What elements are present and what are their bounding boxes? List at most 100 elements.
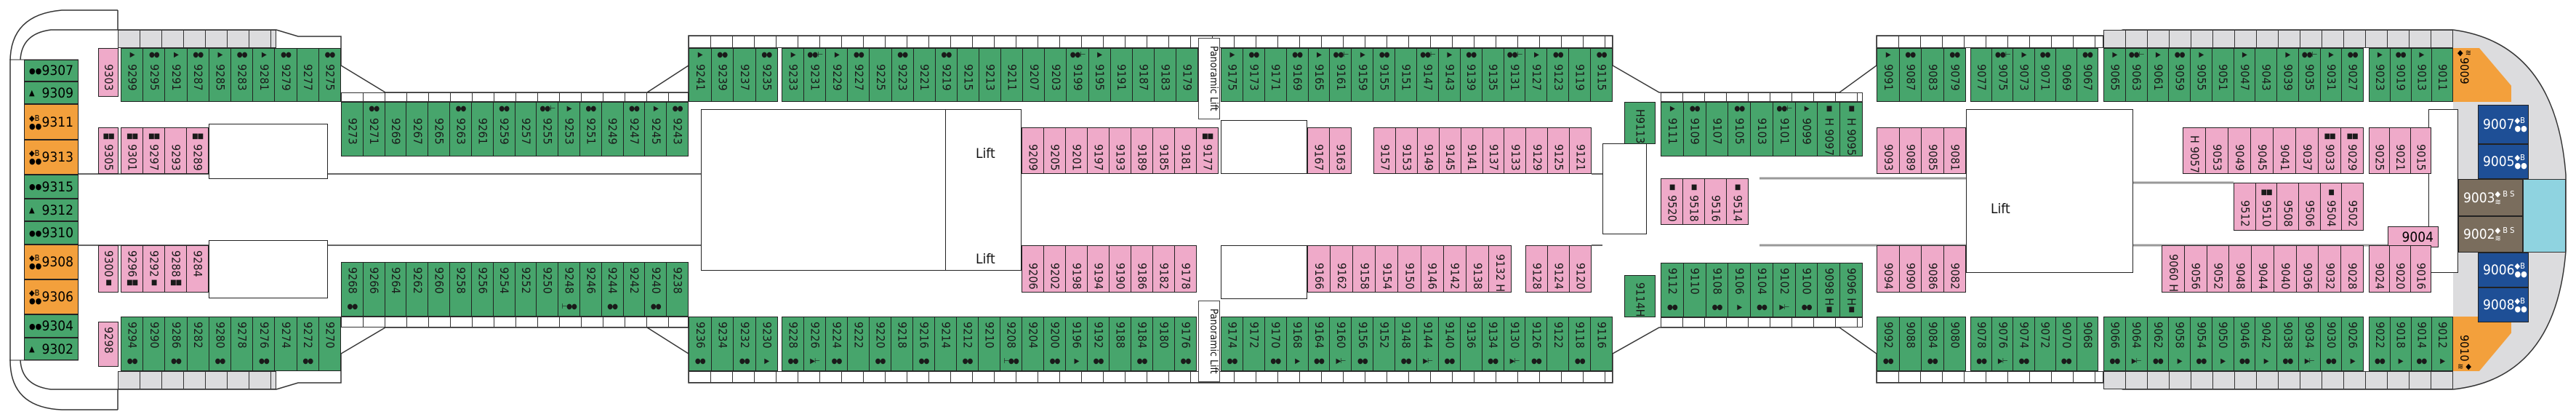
- cabin-9281[interactable]: ▶9281: [253, 49, 276, 101]
- cabin-9094[interactable]: 9094: [1877, 246, 1900, 292]
- cabin-9234[interactable]: 9234: [711, 317, 734, 370]
- cabin-9065[interactable]: ▶9065: [2104, 49, 2126, 101]
- cabin-9254[interactable]: 9254: [493, 263, 515, 316]
- cabin-9271[interactable]: ●●9271: [363, 103, 385, 156]
- cabin-9267[interactable]: 9267: [406, 103, 429, 156]
- cabin-9282[interactable]: 9282: [187, 317, 209, 370]
- cabin-9050[interactable]: 9050▶: [2212, 317, 2234, 370]
- cabin-9222[interactable]: 9222: [848, 317, 870, 370]
- cabin-9202[interactable]: 9202: [1044, 246, 1066, 292]
- cabin-9508[interactable]: 9508: [2277, 183, 2300, 230]
- cabin-9023[interactable]: ▶9023: [2370, 49, 2391, 101]
- cabin-9263[interactable]: ●●9263: [450, 103, 472, 156]
- cabin-9090[interactable]: 9090: [1899, 246, 1922, 292]
- cabin-9143[interactable]: ▶9143: [1438, 49, 1461, 101]
- cabin-9171[interactable]: 9171: [1264, 49, 1287, 101]
- cabin-9229[interactable]: ▶9229: [826, 49, 848, 101]
- cabin-9198[interactable]: 9198: [1066, 246, 1088, 292]
- cabin-9132H[interactable]: 9132 H: [1488, 246, 1511, 292]
- cabin-9245[interactable]: ▶9245: [645, 103, 667, 156]
- cabin-9098H[interactable]: 9098 H■: [1818, 263, 1841, 317]
- cabin-9297[interactable]: ■■9297: [143, 128, 165, 173]
- cabin-9272[interactable]: 9272●●: [297, 317, 319, 370]
- cabin-9110[interactable]: 9110: [1683, 263, 1706, 317]
- cabin-9264[interactable]: 9264: [385, 263, 407, 316]
- cabin-9185[interactable]: 9185: [1153, 128, 1175, 173]
- cabin-9295[interactable]: ●●9295: [143, 49, 166, 101]
- cabin-9157[interactable]: 9157: [1374, 128, 1396, 173]
- cabin-9242[interactable]: 9242: [623, 263, 646, 316]
- cabin-9014[interactable]: 9014●●: [2411, 317, 2433, 370]
- cabin-9074[interactable]: 9074●●: [2013, 317, 2035, 370]
- cabin-9172[interactable]: 9172: [1243, 317, 1265, 370]
- cabin-H9113[interactable]: H9113: [1625, 103, 1655, 143]
- cabin-9249[interactable]: 9249: [601, 103, 624, 156]
- cabin-9155[interactable]: ●●9155: [1373, 49, 1396, 101]
- cabin-9243[interactable]: ●●9243: [667, 103, 688, 156]
- cabin-9042[interactable]: 9042▶: [2255, 317, 2277, 370]
- cabin-9142[interactable]: 9142: [1443, 246, 1466, 292]
- cabin-9125[interactable]: 9125: [1548, 128, 1570, 173]
- cabin-9092[interactable]: 9092●●: [1877, 317, 1900, 370]
- cabin-9076[interactable]: 9076▶⊢: [1992, 317, 2014, 370]
- cabin-9278[interactable]: 9278: [231, 317, 254, 370]
- cabin-9251[interactable]: ●●9251: [579, 103, 602, 156]
- cabin-9131[interactable]: ●●⊢9131: [1504, 49, 1526, 101]
- cabin-9149[interactable]: 9149: [1417, 128, 1440, 173]
- cabin-9262[interactable]: 9262: [406, 263, 429, 316]
- cabin-9036[interactable]: 9036: [2296, 246, 2319, 292]
- cabin-9186[interactable]: 9186: [1131, 246, 1153, 292]
- cabin-9015[interactable]: 9015: [2410, 128, 2431, 173]
- cabin-9309[interactable]: ▲9309: [24, 82, 79, 104]
- cabin-9018[interactable]: 9018▶: [2390, 317, 2412, 370]
- cabin-9055[interactable]: ▶9055: [2191, 49, 2212, 101]
- cabin-9041[interactable]: 9041: [2274, 128, 2296, 173]
- cabin-9315[interactable]: ●●9315: [24, 175, 79, 199]
- cabin-9156[interactable]: 9156●●: [1352, 317, 1374, 370]
- cabin-9225[interactable]: 9225: [870, 49, 892, 101]
- cabin-9253[interactable]: ▶9253: [558, 103, 580, 156]
- cabin-9201[interactable]: 9201: [1066, 128, 1088, 173]
- cabin-9069[interactable]: 9069: [2055, 49, 2077, 101]
- cabin-9169[interactable]: ●●9169: [1286, 49, 1309, 101]
- cabin-9212[interactable]: 9212●●: [957, 317, 979, 370]
- cabin-9269[interactable]: 9269: [385, 103, 407, 156]
- cabin-9035[interactable]: ●●⊢9035: [2298, 49, 2321, 101]
- cabin-9197[interactable]: 9197: [1088, 128, 1110, 173]
- cabin-9223[interactable]: ●●9223: [891, 49, 914, 101]
- cabin-9512[interactable]: 9512: [2234, 183, 2256, 230]
- cabin-9102[interactable]: 9102▶⊢: [1773, 263, 1796, 317]
- cabin-9224[interactable]: 9224●●: [826, 317, 848, 370]
- cabin-9257[interactable]: 9257: [515, 103, 537, 156]
- cabin-9175[interactable]: ▶9175: [1221, 49, 1243, 101]
- cabin-9114H[interactable]: 9114H: [1625, 276, 1655, 317]
- cabin-9166[interactable]: 9166: [1308, 246, 1331, 292]
- cabin-9301[interactable]: ■■9301: [121, 128, 143, 173]
- cabin-9033[interactable]: ■■9033: [2319, 128, 2341, 173]
- cabin-9179[interactable]: 9179: [1176, 49, 1198, 101]
- cabin-9137[interactable]: 9137: [1482, 128, 1505, 173]
- cabin-9025[interactable]: 9025: [2370, 128, 2391, 173]
- cabin-9060H[interactable]: 9060 H: [2162, 246, 2185, 292]
- cabin-9027[interactable]: ●●9027: [2342, 49, 2363, 101]
- cabin-9273[interactable]: 9273: [342, 103, 364, 156]
- cabin-9162[interactable]: 9162: [1331, 246, 1354, 292]
- cabin-9005[interactable]: 9005◆B ●●: [2478, 144, 2529, 179]
- cabin-9045[interactable]: 9045: [2251, 128, 2274, 173]
- cabin-9133[interactable]: 9133: [1504, 128, 1527, 173]
- cabin-9178[interactable]: 9178: [1175, 246, 1196, 292]
- cabin-9284[interactable]: 9284: [187, 246, 208, 292]
- cabin-9059[interactable]: ●●9059: [2169, 49, 2191, 101]
- cabin-9111[interactable]: ▶9111: [1661, 103, 1684, 156]
- cabin-9160[interactable]: 9160▶⊢: [1330, 317, 1352, 370]
- cabin-9304[interactable]: ●●9304: [24, 314, 79, 338]
- cabin-9181[interactable]: 9181: [1175, 128, 1197, 173]
- cabin-9239[interactable]: ●●9239: [711, 49, 734, 101]
- cabin-9294[interactable]: 9294●●: [121, 317, 144, 370]
- cabin-9296[interactable]: 9296■■: [121, 246, 143, 292]
- cabin-9227[interactable]: ●●9227: [848, 49, 870, 101]
- cabin-9191[interactable]: 9191: [1110, 49, 1133, 101]
- cabin-9174[interactable]: 9174●●: [1221, 317, 1243, 370]
- suite-cabin-9010[interactable]: 9010≋ ◆: [2453, 317, 2511, 371]
- cabin-9211[interactable]: 9211: [1001, 49, 1024, 101]
